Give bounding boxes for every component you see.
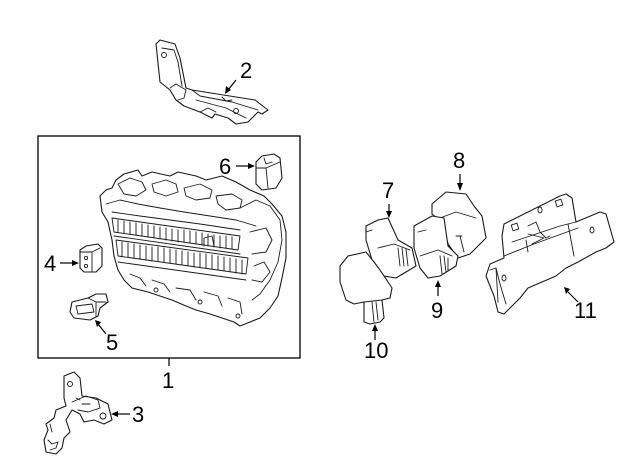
callout-3: 3 xyxy=(111,402,144,427)
callout-9: 9 xyxy=(431,280,443,323)
callout-label-5: 5 xyxy=(106,330,118,355)
callout-label-4: 4 xyxy=(44,251,56,276)
callout-1: 1 xyxy=(162,358,174,393)
callout-label-6: 6 xyxy=(219,154,231,179)
upper-bracket-part[interactable] xyxy=(155,39,269,125)
callout-label-11: 11 xyxy=(574,298,597,323)
connector-small-part[interactable] xyxy=(79,243,103,273)
callout-label-7: 7 xyxy=(382,178,394,203)
relay-9-part[interactable] xyxy=(413,215,459,279)
relay-7-part[interactable] xyxy=(365,217,417,279)
callout-label-9: 9 xyxy=(431,298,443,323)
callout-label-1: 1 xyxy=(162,368,174,393)
mounting-bracket-part[interactable] xyxy=(485,193,615,315)
relay-small-part[interactable] xyxy=(255,153,283,191)
callout-10: 10 xyxy=(364,324,388,363)
callout-11: 11 xyxy=(564,287,597,323)
callout-5: 5 xyxy=(95,320,118,355)
callout-6: 6 xyxy=(219,154,255,179)
connector-oval-part[interactable] xyxy=(69,293,109,321)
callout-8: 8 xyxy=(453,148,465,191)
callout-label-3: 3 xyxy=(132,402,144,427)
callout-2: 2 xyxy=(225,58,252,94)
fuse-row-upper xyxy=(117,219,233,250)
callout-4: 4 xyxy=(44,251,79,276)
relay-10-part[interactable] xyxy=(339,251,393,325)
fuse-relay-box-part[interactable] xyxy=(99,169,287,327)
callout-7: 7 xyxy=(382,178,394,218)
callout-label-2: 2 xyxy=(240,58,252,83)
callout-label-10: 10 xyxy=(364,338,388,363)
callout-label-8: 8 xyxy=(453,148,465,173)
fuse-row-lower xyxy=(121,241,243,275)
lower-bracket-part[interactable] xyxy=(43,371,113,455)
